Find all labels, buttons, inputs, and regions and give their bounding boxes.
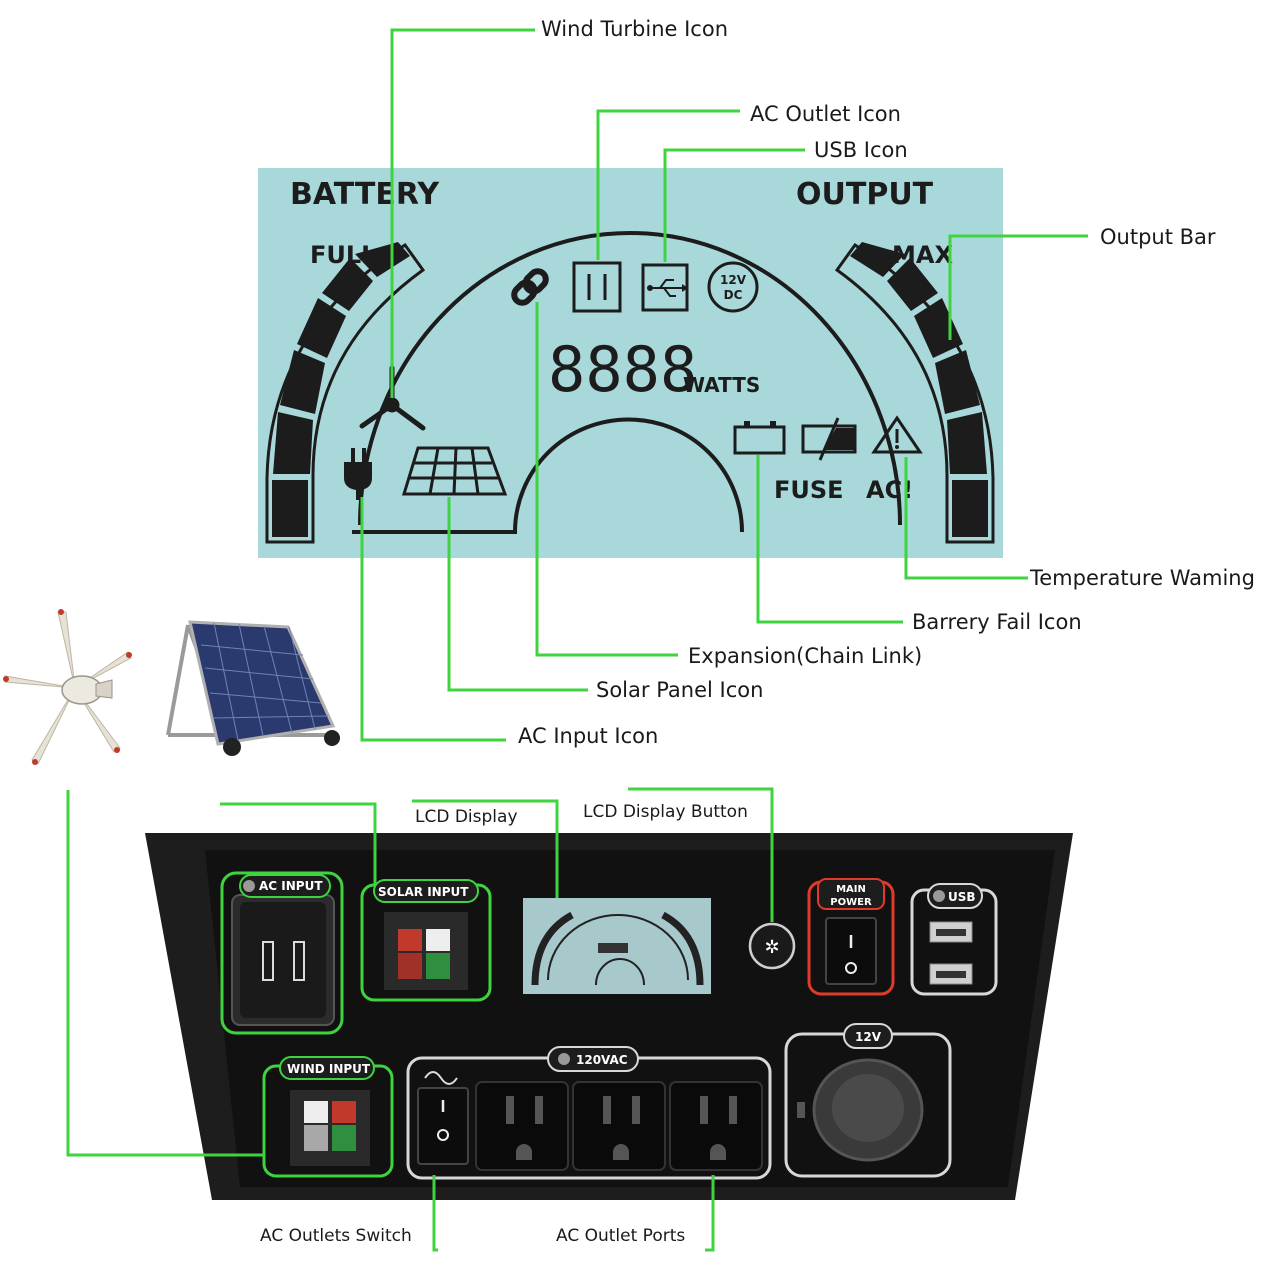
battery-segment [322,258,373,311]
main-power-label-line2: POWER [830,897,872,908]
battery-fail-icon [733,421,786,455]
small-lcd-display [523,898,711,994]
svg-text:DC: DC [724,288,743,302]
lcd-panel-enlarged: BATTERY OUTPUT FULL MAX [258,168,1003,558]
output-segment [935,350,980,414]
callout-ac-input-icon: AC Input Icon [518,724,658,748]
lcd-watts-digits: 8888 [548,333,697,406]
solar-anderson-green[interactable] [426,953,450,979]
ac-plug-icon [344,448,372,500]
wind-anderson-red[interactable] [332,1101,356,1123]
callout-usb-icon: USB Icon [814,138,908,162]
ac-input-section: AC INPUT [220,871,344,1035]
output-segment [914,298,963,358]
wind-turbine-picture [3,609,132,765]
dc-12v-section: 12V [784,1023,952,1178]
callout-ac-outlet-ports: AC Outlet Ports [556,1226,685,1246]
sun-icon: ✲ [764,937,779,958]
usb-section: USB [910,883,998,996]
lcd-watts-label: WATTS [683,373,760,397]
callout-temperature-warning: Temperature Waming [1029,566,1255,590]
callout-expansion-chain-link: Expansion(Chain Link) [688,644,922,668]
usb-icon [641,263,689,312]
callout-lcd-display-button: LCD Display Button [583,802,748,822]
ac-outlets-switch[interactable] [417,1087,469,1165]
solar-input-section: SOLAR INPUT [360,879,492,1002]
wind-anderson-green[interactable] [332,1125,356,1151]
battery-segment [272,480,308,537]
battery-segment [273,412,313,474]
wind-input-section: WIND INPUT [262,1056,394,1178]
output-segment [947,412,987,474]
battery-segment [280,350,325,414]
svg-text:12V: 12V [720,273,747,287]
leader-lines-bottom [66,787,774,1252]
ac-outlet-port[interactable] [669,1081,763,1171]
callout-battery-fail-icon: Barrery Fail Icon [912,610,1082,634]
temperature-warning-icon [871,415,923,454]
callout-lcd-display: LCD Display [415,807,518,827]
output-segment [887,258,938,311]
lcd-display-button[interactable]: ✲ [748,922,796,970]
dc-12v-label: 12V [855,1030,882,1044]
ac-120vac-label: 120VAC [576,1053,628,1067]
ac-outlet-port[interactable] [475,1081,569,1171]
solar-anderson-red[interactable] [398,929,422,951]
battery-segment [355,242,410,277]
dc-12v-icon: 12V DC [707,261,759,313]
solar-input-label: SOLAR INPUT [378,885,469,899]
leader-lines-top [360,28,1088,742]
front-panel: AC INPUT SOLAR INPUT ✲ [145,833,1073,1200]
main-power-switch[interactable] [825,917,877,985]
chain-link-icon [511,268,549,306]
callout-output-bar: Output Bar [1100,225,1216,249]
callout-wind-turbine-icon: Wind Turbine Icon [541,17,728,41]
solar-panel-lcd-icon [401,446,508,496]
main-power-label-line1: MAIN [836,884,866,895]
output-level-bar [834,242,995,544]
output-segment [952,480,988,537]
callout-ac-outlet-icon: AC Outlet Icon [750,102,901,126]
ac-outlet-icon [572,261,622,313]
ac-outlets-section: 120VAC [406,1046,772,1180]
output-segment [850,242,905,277]
battery-segment [297,298,346,358]
sine-wave-icon [424,1071,458,1085]
lcd-fuse-label: FUSE [774,476,844,504]
callout-ac-outlets-switch: AC Outlets Switch [260,1226,412,1246]
battery-level-bar [265,242,426,544]
ac-input-label: AC INPUT [259,879,323,893]
lcd-inner-arch [513,417,744,533]
ac-outlet-port[interactable] [572,1081,666,1171]
lcd-battery-label: BATTERY [290,177,440,212]
fuse-icon [801,417,857,461]
usb-label: USB [948,890,976,904]
main-power-section: MAIN POWER [807,878,895,996]
callout-solar-panel-icon: Solar Panel Icon [596,678,763,702]
lcd-output-label: OUTPUT [796,177,934,212]
wind-input-label: WIND INPUT [287,1062,371,1076]
solar-panel-picture [166,620,340,756]
